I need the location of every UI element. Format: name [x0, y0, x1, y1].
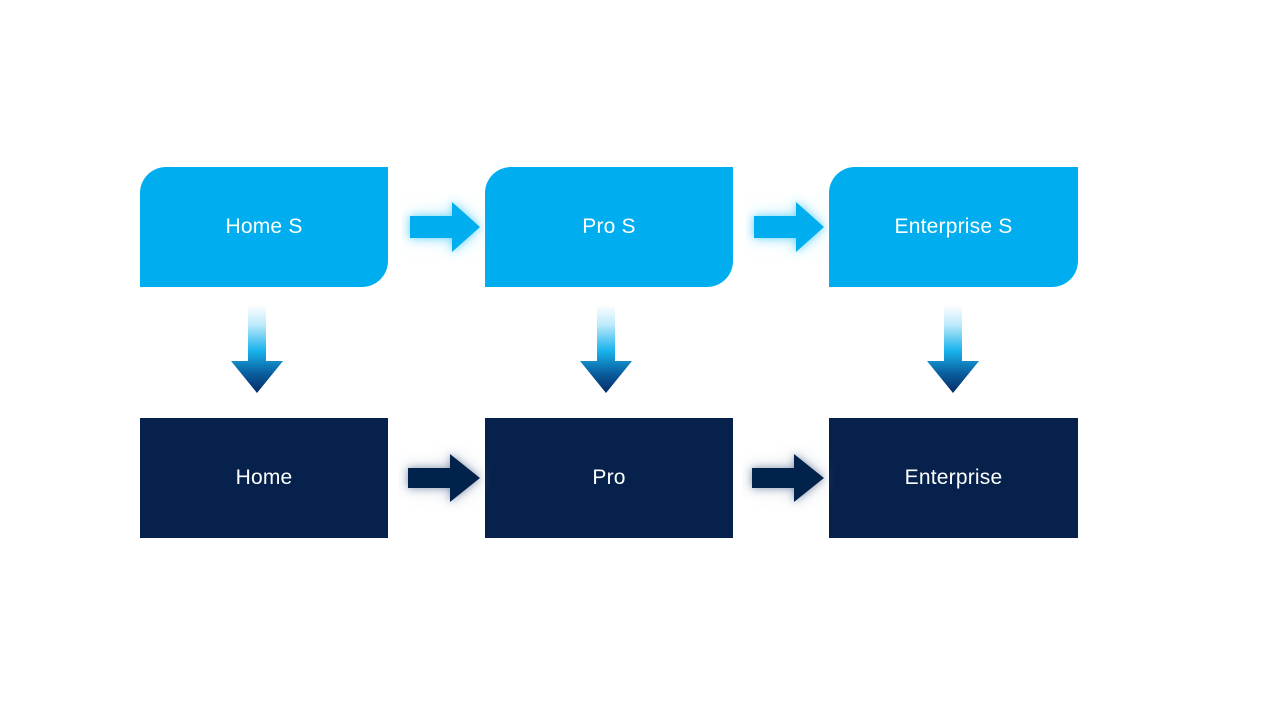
node-home[interactable]: Home: [140, 418, 388, 538]
arrow-right-icon: [754, 202, 824, 252]
connector-enterprise-s-to-enterprise: [922, 303, 984, 398]
connector-pro-s-to-pro: [575, 303, 637, 398]
node-enterprise[interactable]: Enterprise: [829, 418, 1078, 538]
arrow-down-icon: [231, 305, 283, 393]
arrow-down-icon: [580, 305, 632, 393]
node-home-s[interactable]: Home S: [140, 167, 388, 287]
connector-pro-s-to-enterprise-s: [746, 192, 830, 262]
node-pro-label: Pro: [592, 466, 626, 490]
arrow-right-icon: [408, 454, 480, 502]
node-enterprise-label: Enterprise: [904, 466, 1003, 490]
node-pro-s[interactable]: Pro S: [485, 167, 733, 287]
connector-home-s-to-home: [226, 303, 288, 398]
node-pro[interactable]: Pro: [485, 418, 733, 538]
arrow-down-icon: [927, 305, 979, 393]
node-enterprise-s[interactable]: Enterprise S: [829, 167, 1078, 287]
connector-home-to-pro: [398, 443, 490, 513]
node-home-label: Home: [235, 466, 293, 490]
connector-home-s-to-pro-s: [402, 192, 486, 262]
connector-pro-to-enterprise: [742, 443, 834, 513]
node-pro-s-label: Pro S: [582, 215, 636, 239]
node-home-s-label: Home S: [225, 215, 303, 239]
arrow-right-icon: [410, 202, 480, 252]
arrow-right-icon: [752, 454, 824, 502]
node-enterprise-s-label: Enterprise S: [894, 215, 1013, 239]
